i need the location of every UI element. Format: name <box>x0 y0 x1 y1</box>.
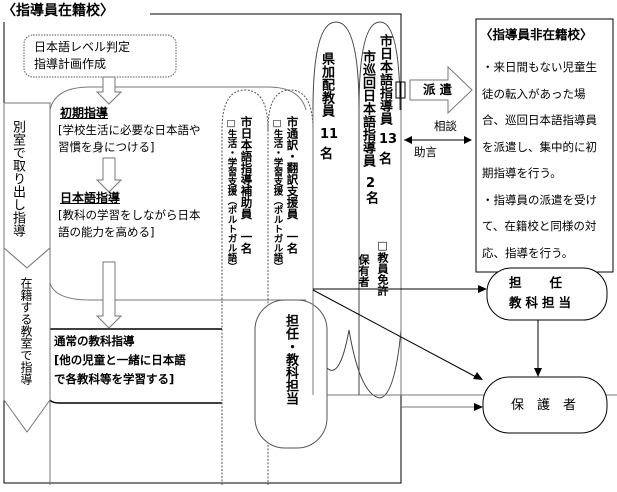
guardian-label: 保 護 者 <box>511 398 577 413</box>
interpreter-title: 市通訳・翻訳支援員 一名 <box>285 116 300 254</box>
homeroom-box <box>486 267 608 321</box>
non-resident-line: ・指導員の派遣を受け <box>482 192 597 207</box>
homeroom-box-line1: 担 任 <box>509 275 564 290</box>
consult-label: 相談 <box>434 119 457 133</box>
dispatch-label: 派遣 <box>423 82 457 97</box>
dispatch-arrow <box>409 65 473 115</box>
city-instructors-count: 13 <box>379 132 398 147</box>
itinerant-note: 保有者 <box>357 254 370 287</box>
regular-guidance-desc2: で各教科等を学習する] <box>54 372 175 386</box>
non-resident-line: ・来日間もない児童生 <box>482 60 597 74</box>
non-resident-text: ・来日間もない児童生 徒の転入があった場 合、巡回日本語指導員 を派遣し、集中的… <box>482 54 597 266</box>
down-arrow-2 <box>95 157 123 193</box>
non-resident-line: て、在籍校と同様の対 <box>482 219 597 233</box>
non-resident-line: 応、指導を行う。 <box>482 245 574 260</box>
initial-guidance-heading: 初期指導 <box>60 106 109 120</box>
city-instructors-note: □教員免許 <box>376 239 389 296</box>
prefectural-count: 11 <box>320 127 339 142</box>
regular-guidance-heading: 通常の教科指導 <box>54 334 135 348</box>
assessment-line2: 指導計画作成 <box>34 57 107 71</box>
pullout-label: 別室で取り出し指導 <box>10 120 25 237</box>
japanese-guidance-desc1: [教科の学習をしながら日本 <box>58 208 201 222</box>
resident-school-title: 〈指導員在籍校〉 <box>2 3 114 19</box>
japanese-guidance-heading: 日本語指導 <box>60 191 121 205</box>
assessment-line1: 日本語レベル判定 <box>34 40 131 54</box>
itinerant-count: 2名 <box>363 176 378 204</box>
inclass-label: 在籍する教室で指導 <box>19 277 33 385</box>
guidance-area <box>49 86 307 111</box>
initial-guidance-desc1: [学校生活に必要な日本語や <box>58 123 201 137</box>
non-resident-line: を派遣し、集中的に初 <box>482 139 597 154</box>
initial-guidance-desc2: 習慣を身につける] <box>58 140 155 154</box>
assessment-box <box>23 34 177 78</box>
regular-guidance-desc1: [他の児童と一緒に日本語 <box>54 353 186 367</box>
city-instructors-unit: 名 <box>379 152 393 167</box>
inclass-arrow <box>3 246 51 433</box>
non-resident-line: 合、巡回日本語指導員 <box>482 113 597 127</box>
advice-label: 助言 <box>414 145 437 159</box>
assistant-oval <box>221 89 269 485</box>
prefectural-title: 県加配教員 <box>319 52 334 117</box>
non-resident-line: 徒の転入があった場 <box>482 86 586 101</box>
homeroom-oval <box>254 299 328 449</box>
itinerant-oval <box>358 21 401 111</box>
interpreter-note: □生活・学習支援（ポルトガル語） <box>271 118 283 272</box>
non-resident-title: 〈指導員非在籍校〉 <box>480 27 593 42</box>
non-resident-line: 期指導を行う。 <box>482 166 562 180</box>
prefectural-unit: 名 <box>320 147 334 162</box>
down-arrow-1 <box>95 76 123 105</box>
assistant-note: □生活・学習支援（ポルトガル語） <box>225 118 237 272</box>
homeroom-box-line2: 教科担当 <box>509 295 576 310</box>
homeroom-label: 担任・教科担当 <box>283 314 298 405</box>
japanese-guidance-desc2: 語の能力を高める] <box>58 225 155 239</box>
prefectural-oval <box>312 21 360 395</box>
assistant-title: 市日本語指導補助員 一名 <box>239 116 254 254</box>
itinerant-title: 市巡回日本語指導員 <box>360 50 375 167</box>
down-arrow-3 <box>95 261 123 329</box>
city-instructors-title: 市日本語指導員 <box>377 34 392 125</box>
guardian-box <box>482 376 608 434</box>
school-frame <box>3 13 402 484</box>
